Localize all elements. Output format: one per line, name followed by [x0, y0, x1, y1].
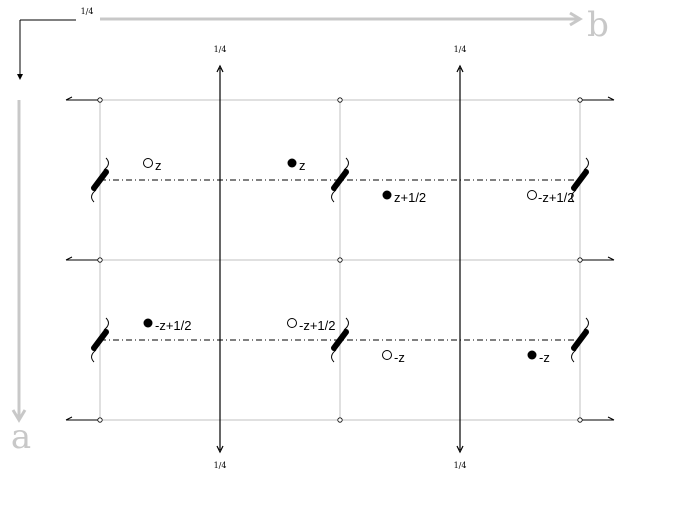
screw-fraction-bottom-right: 1/4: [454, 461, 467, 470]
top-fraction: 1/4: [81, 7, 94, 16]
position-item: z: [143, 158, 162, 173]
origin-corner: [17, 19, 76, 80]
position-item: -z+1/2: [143, 318, 192, 333]
position-marker: [143, 318, 153, 328]
position-label: -z+1/2: [155, 318, 192, 333]
position-label: -z: [394, 350, 405, 365]
position-item: -z+1/2: [287, 318, 336, 333]
position-item: -z: [382, 350, 405, 365]
position-marker: [143, 158, 153, 168]
screw-axis-left: [216, 64, 224, 454]
axis-a-arrow: [11, 100, 27, 423]
screw-symbol: [91, 157, 589, 363]
axis-b-label: b: [587, 5, 609, 45]
general-positions: z z z+1/2 -z+1/2 -z+1/2 -z+1/2 -z -z: [143, 158, 575, 365]
position-label: z: [299, 158, 306, 173]
position-marker: [527, 350, 537, 360]
position-marker: [527, 190, 537, 200]
top-fraction-label: 1/4: [81, 7, 94, 16]
position-marker: [382, 350, 392, 360]
position-item: -z+1/2: [527, 190, 575, 205]
screw-fraction-top-right: 1/4: [454, 45, 467, 54]
axis-a-label: a: [11, 417, 31, 457]
position-label: -z+1/2: [538, 190, 575, 205]
position-marker: [382, 190, 392, 200]
position-item: z: [287, 158, 306, 173]
position-label: z: [155, 158, 162, 173]
position-marker: [287, 318, 297, 328]
screw-axis-right: [456, 64, 464, 454]
position-label: -z+1/2: [299, 318, 336, 333]
screw-fraction-bottom-left: 1/4: [214, 461, 227, 470]
position-label: -z: [539, 350, 550, 365]
position-marker: [287, 158, 297, 168]
position-item: z+1/2: [382, 190, 426, 205]
screw-fraction-top-left: 1/4: [214, 45, 227, 54]
glide-arrows: [65, 96, 615, 421]
inversion-centres: [97, 97, 583, 423]
position-label: z+1/2: [394, 190, 426, 205]
position-item: -z: [527, 350, 550, 365]
axis-b-arrow: [100, 11, 583, 27]
